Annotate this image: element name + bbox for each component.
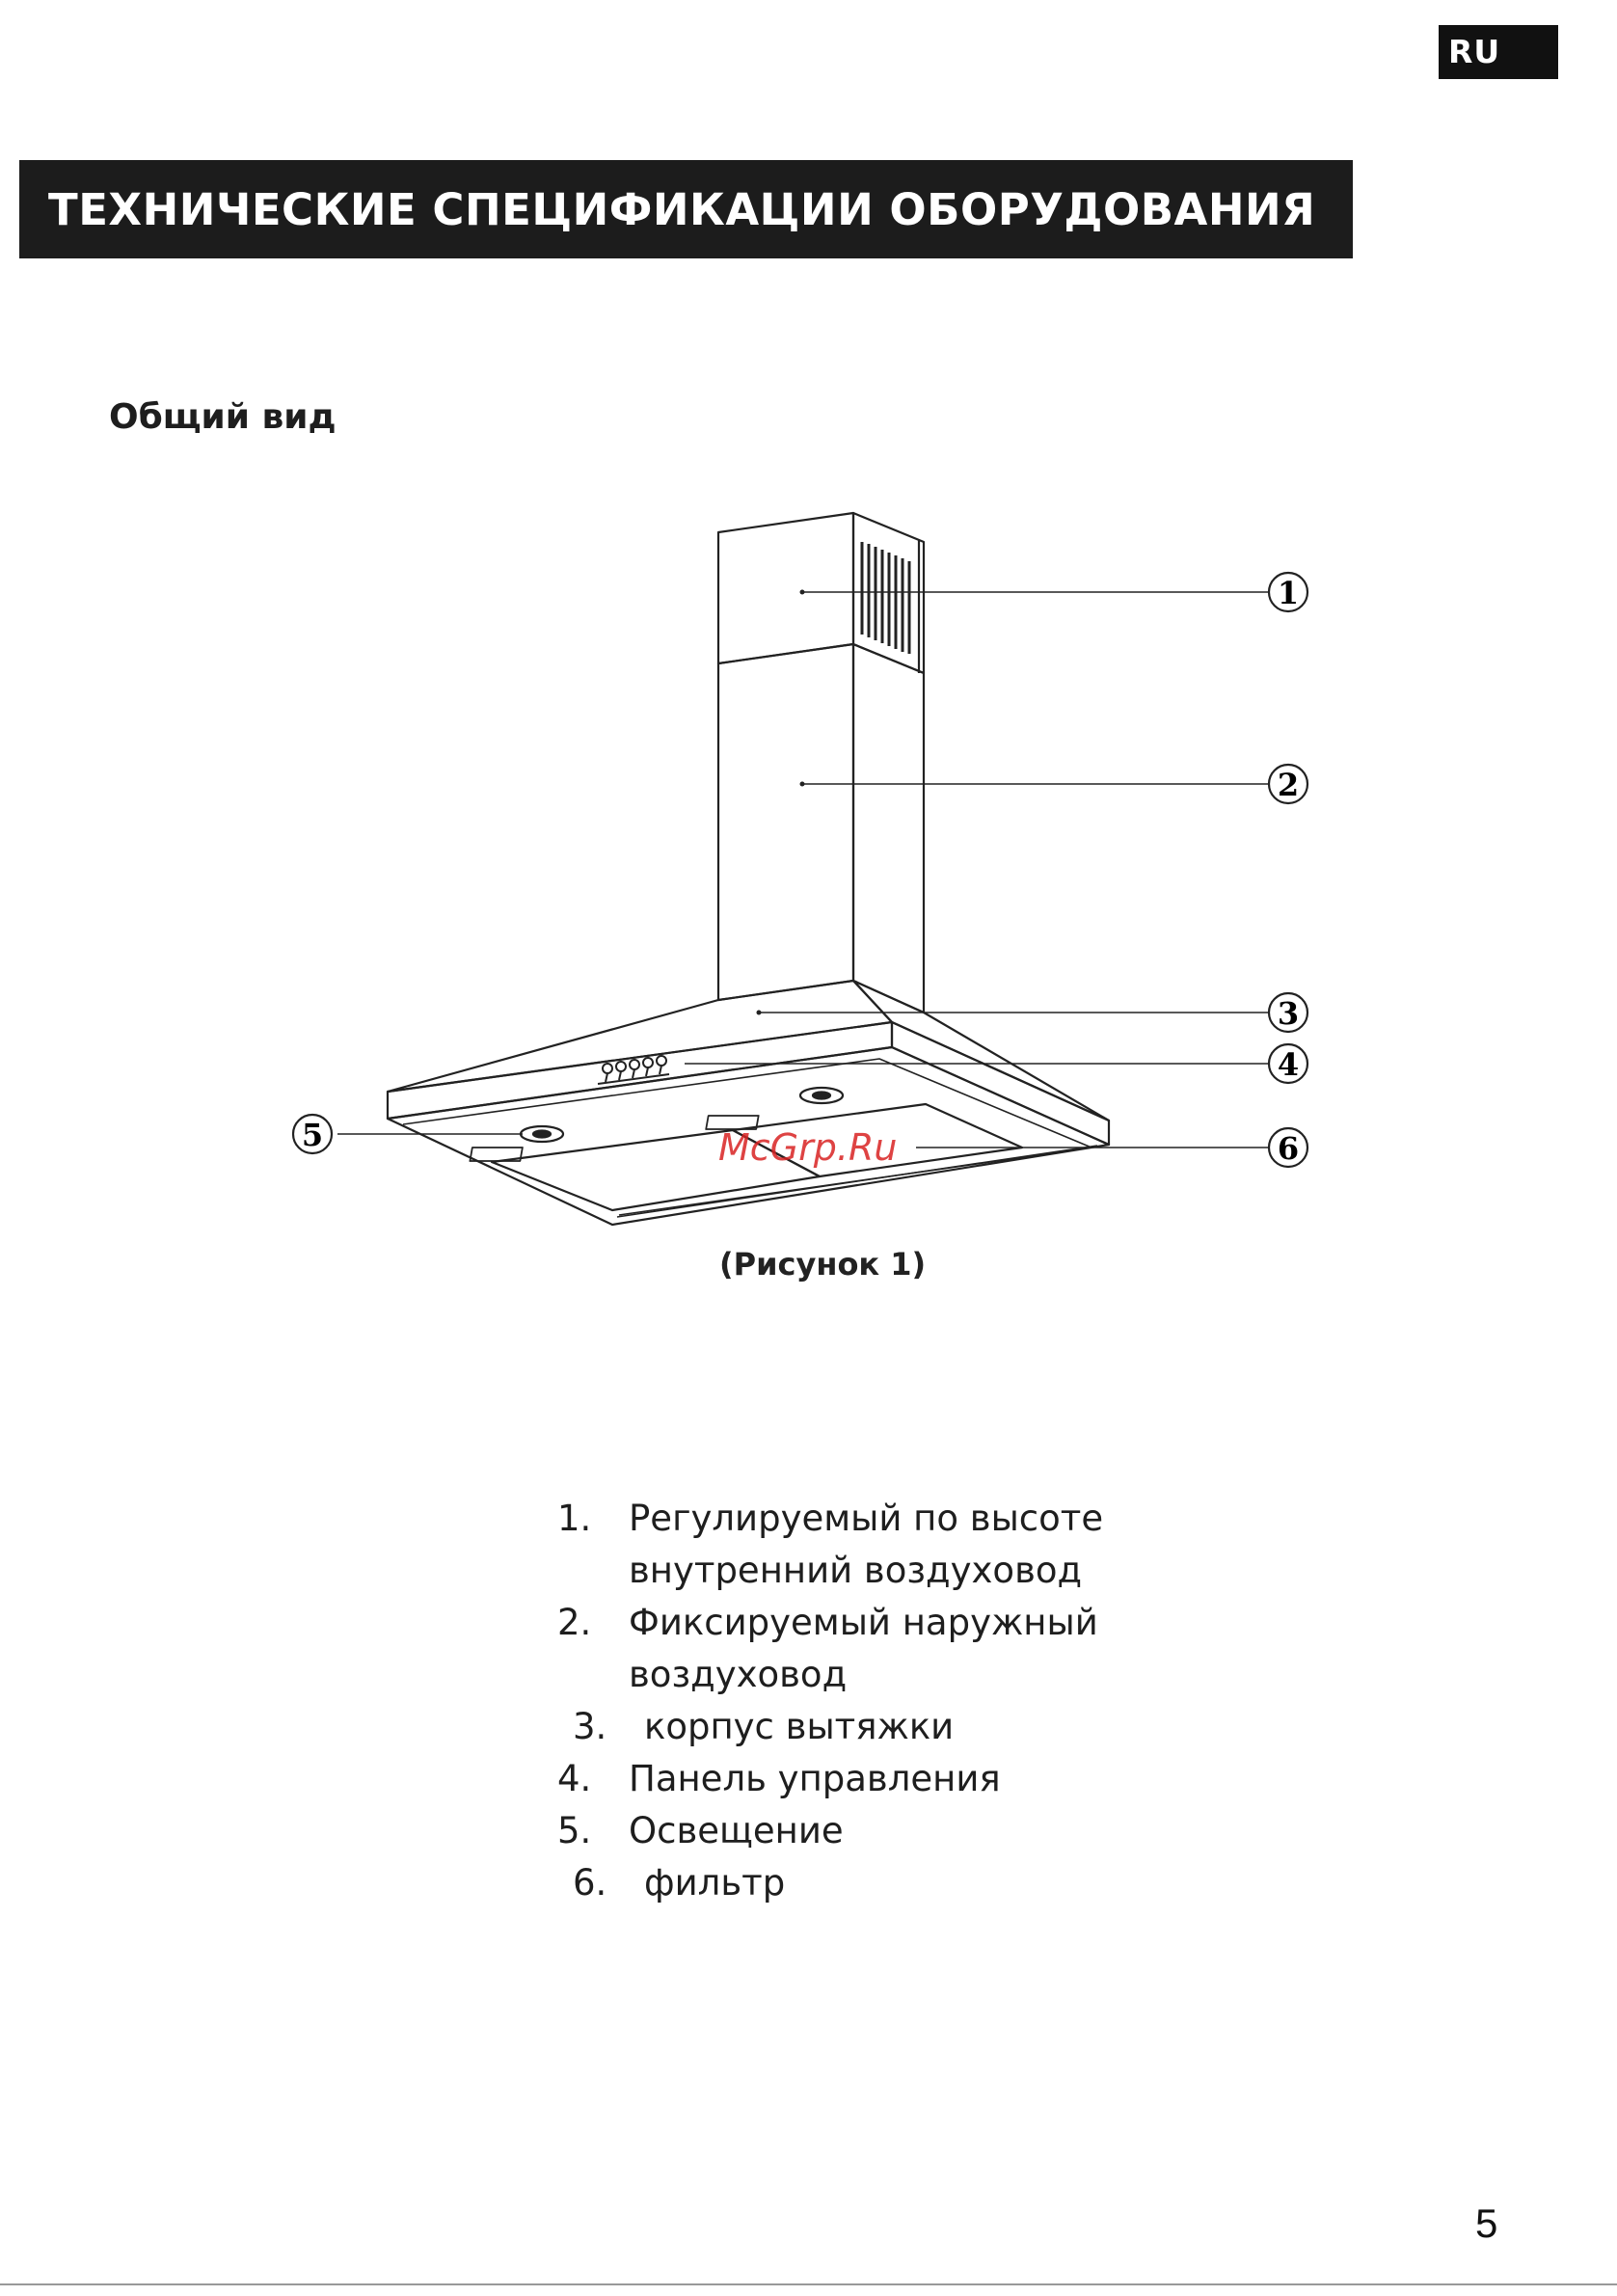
list-item: 4. Панель управления: [557, 1753, 1425, 1805]
hood-canopy-side: [853, 981, 1109, 1121]
hood-canopy-front: [388, 981, 892, 1092]
callout-5-label: 5: [302, 1117, 323, 1153]
language-badge-label: RU: [1448, 33, 1500, 70]
title-bar: ТЕХНИЧЕСКИЕ СПЕЦИФИКАЦИИ ОБОРУДОВАНИЯ: [19, 160, 1353, 258]
callout-2: 2: [1269, 765, 1307, 803]
list-item-number: 4.: [557, 1753, 629, 1805]
list-item: 5. Освещение: [557, 1805, 1425, 1857]
list-item-number: 1.: [557, 1493, 629, 1597]
callout-3: 3: [1269, 993, 1307, 1032]
list-item-number: 3.: [573, 1701, 644, 1753]
vent-slots: [862, 542, 909, 654]
list-item-text: корпус вытяжки: [644, 1701, 954, 1753]
list-item: 1. Регулируемый по высоте внутренний воз…: [557, 1493, 1425, 1597]
parts-list: 1. Регулируемый по высоте внутренний воз…: [557, 1493, 1425, 1909]
list-item-number: 5.: [557, 1805, 629, 1857]
callout-6-label: 6: [1278, 1130, 1299, 1167]
list-item-text: Панель управления: [629, 1753, 1001, 1805]
list-item-number: 2.: [557, 1597, 629, 1701]
page-title: ТЕХНИЧЕСКИЕ СПЕЦИФИКАЦИИ ОБОРУДОВАНИЯ: [48, 184, 1315, 235]
list-item-text: Регулируемый по высоте внутренний воздух…: [629, 1493, 1103, 1597]
callout-6: 6: [1269, 1128, 1307, 1167]
list-item: 3. корпус вытяжки: [557, 1701, 1425, 1753]
callout-1: 1: [1269, 573, 1307, 611]
language-badge: RU: [1439, 25, 1558, 79]
section-heading: Общий вид: [109, 397, 337, 437]
inner-duct-front: [718, 513, 853, 663]
callout-3-label: 3: [1278, 995, 1299, 1032]
hood-diagram-svg: 1 2 3 4 5 6 McGrp.Ru: [280, 501, 1331, 1244]
list-item-text: фильтр: [644, 1857, 785, 1909]
list-item-number: 6.: [573, 1857, 644, 1909]
hood-side-band: [892, 1022, 1109, 1145]
list-item: 6. фильтр: [557, 1857, 1425, 1909]
callout-1-label: 1: [1278, 575, 1299, 611]
callout-5: 5: [293, 1115, 332, 1153]
callout-2-label: 2: [1278, 767, 1299, 803]
watermark: McGrp.Ru: [718, 1126, 897, 1169]
outer-duct-side: [853, 644, 924, 1013]
bottom-divider: [0, 2283, 1617, 2285]
outer-duct-front: [718, 644, 853, 1000]
callout-4: 4: [1269, 1044, 1307, 1083]
list-item-text: Освещение: [629, 1805, 844, 1857]
callout-4-label: 4: [1278, 1046, 1299, 1083]
page-number: 5: [1475, 2201, 1497, 2247]
list-item: 2. Фиксируемый наружный воздуховод: [557, 1597, 1425, 1701]
figure-caption: (Рисунок 1): [719, 1246, 926, 1283]
leader-lines: [337, 592, 1268, 1148]
hood-diagram: 1 2 3 4 5 6 McGrp.Ru: [280, 501, 1331, 1244]
list-item-text: Фиксируемый наружный воздуховод: [629, 1597, 1098, 1701]
